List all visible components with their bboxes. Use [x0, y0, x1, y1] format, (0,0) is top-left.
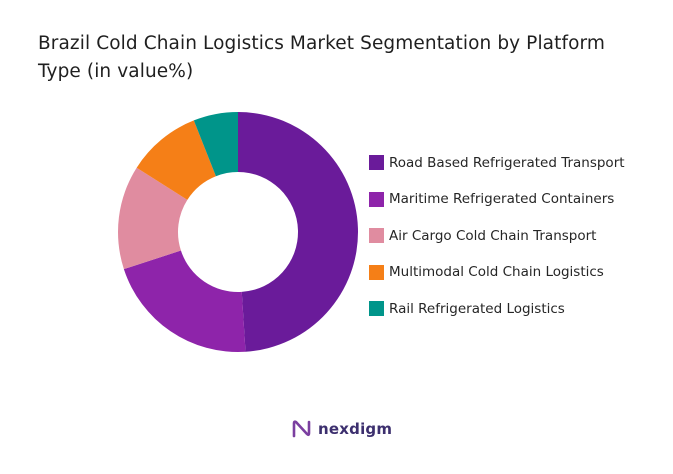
donut-slice-air-cargo-cold-chain-transport: [118, 167, 188, 270]
legend-item: Road Based Refrigerated Transport: [369, 154, 625, 171]
legend-swatch: [369, 228, 384, 243]
nexdigm-n-logo-icon: [292, 420, 311, 438]
legend-label: Rail Refrigerated Logistics: [389, 300, 565, 317]
legend-label: Multimodal Cold Chain Logistics: [389, 264, 604, 280]
legend-label: Road Based Refrigerated Transport: [389, 154, 625, 171]
chart-title: Brazil Cold Chain Logistics Market Segme…: [38, 33, 606, 82]
donut-slice-multimodal-cold-chain-logistics: [136, 120, 216, 200]
donut-slice-maritime-refrigerated-containers: [123, 250, 246, 352]
brand-logo: nexdigm: [290, 417, 392, 441]
brand-name: nexdigm: [318, 420, 393, 438]
legend-label: Air Cargo Cold Chain Transport: [389, 227, 597, 244]
legend-swatch: [369, 155, 384, 170]
legend-item: Maritime Refrigerated Containers: [369, 191, 625, 207]
donut-slice-road-based-refrigerated-transport: [238, 112, 359, 352]
legend-item: Rail Refrigerated Logistics: [369, 300, 625, 317]
legend-swatch: [369, 191, 384, 207]
legend-item: Multimodal Cold Chain Logistics: [369, 264, 625, 280]
legend-swatch: [369, 301, 384, 316]
donut-slice-rail-refrigerated-logistics: [193, 112, 238, 177]
legend-swatch: [369, 264, 384, 280]
legend-item: Air Cargo Cold Chain Transport: [369, 227, 625, 244]
legend-label: Maritime Refrigerated Containers: [389, 191, 615, 207]
donut-chart: [118, 112, 359, 352]
